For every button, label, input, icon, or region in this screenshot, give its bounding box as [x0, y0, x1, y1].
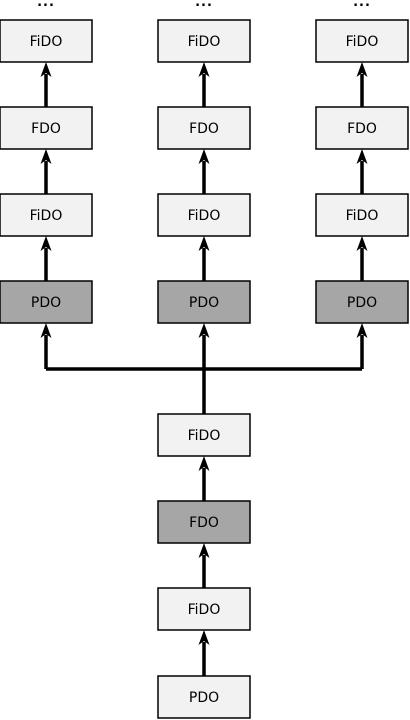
right-node-3-fido-box: [315, 193, 409, 237]
bottom-arrow-1-head: [198, 456, 210, 471]
right-branch-arrow-head: [356, 323, 368, 338]
right-ellipsis: ...: [353, 0, 371, 10]
middle-node-1-fido: FiDO: [157, 19, 251, 63]
right-node-2-fdo-label: FDO: [347, 121, 377, 137]
bottom-node-2-fdo-box: [157, 500, 251, 544]
bottom-arrow-3-head: [198, 630, 210, 645]
right-node-1-fido-label: FiDO: [346, 34, 379, 50]
middle-node-2-fdo-label: FDO: [189, 121, 219, 137]
middle-node-2-fdo: FDO: [157, 106, 251, 150]
left-node-2-fdo-label: FDO: [31, 121, 61, 137]
right-node-2-fdo: FDO: [315, 106, 409, 150]
left-node-3-fido: FiDO: [0, 193, 93, 237]
left-arrow-2-head: [40, 149, 52, 164]
left-ellipsis: ...: [37, 0, 55, 10]
middle-node-4-pdo: PDO: [157, 280, 251, 324]
middle-node-2-fdo-box: [157, 106, 251, 150]
right-node-4-pdo: PDO: [315, 280, 409, 324]
bottom-node-4-pdo: PDO: [157, 675, 251, 719]
right-node-4-pdo-label: PDO: [347, 295, 377, 311]
right-node-1-fido-box: [315, 19, 409, 63]
right-node-3-fido-label: FiDO: [346, 208, 379, 224]
left-node-1-fido: FiDO: [0, 19, 93, 63]
left-node-1-fido-box: [0, 19, 93, 63]
middle-node-4-pdo-label: PDO: [189, 295, 219, 311]
bottom-node-3-fido-box: [157, 587, 251, 631]
middle-node-4-pdo-box: [157, 280, 251, 324]
middle-node-3-fido-label: FiDO: [188, 208, 221, 224]
right-node-3-fido: FiDO: [315, 193, 409, 237]
edges-layer: [40, 62, 368, 676]
middle-node-3-fido: FiDO: [157, 193, 251, 237]
right-arrow-2-head: [356, 149, 368, 164]
right-node-2-fdo-box: [315, 106, 409, 150]
middle-branch-arrow-head: [198, 323, 210, 338]
bottom-node-1-fido: FiDO: [157, 413, 251, 457]
bottom-node-1-fido-box: [157, 413, 251, 457]
left-node-4-pdo: PDO: [0, 280, 93, 324]
bottom-node-2-fdo-label: FDO: [189, 515, 219, 531]
left-arrow-3-head: [40, 236, 52, 251]
bottom-node-3-fido-label: FiDO: [188, 602, 221, 618]
middle-arrow-3-head: [198, 236, 210, 251]
right-arrow-1-head: [356, 62, 368, 77]
left-node-3-fido-box: [0, 193, 93, 237]
middle-node-1-fido-label: FiDO: [188, 34, 221, 50]
right-node-4-pdo-box: [315, 280, 409, 324]
middle-node-3-fido-box: [157, 193, 251, 237]
bottom-node-1-fido-label: FiDO: [188, 428, 221, 444]
left-node-4-pdo-label: PDO: [31, 295, 61, 311]
bottom-arrow-2-head: [198, 543, 210, 558]
left-node-2-fdo-box: [0, 106, 93, 150]
middle-arrow-2-head: [198, 149, 210, 164]
middle-ellipsis: ...: [195, 0, 213, 10]
left-branch-arrow-head: [40, 323, 52, 338]
left-node-1-fido-label: FiDO: [30, 34, 63, 50]
middle-arrow-1-head: [198, 62, 210, 77]
left-arrow-1-head: [40, 62, 52, 77]
left-node-4-pdo-box: [0, 280, 93, 324]
left-node-3-fido-label: FiDO: [30, 208, 63, 224]
middle-node-1-fido-box: [157, 19, 251, 63]
right-arrow-3-head: [356, 236, 368, 251]
right-node-1-fido: FiDO: [315, 19, 409, 63]
bottom-node-2-fdo: FDO: [157, 500, 251, 544]
left-node-2-fdo: FDO: [0, 106, 93, 150]
bottom-node-4-pdo-box: [157, 675, 251, 719]
bottom-node-3-fido: FiDO: [157, 587, 251, 631]
bottom-node-4-pdo-label: PDO: [189, 690, 219, 706]
